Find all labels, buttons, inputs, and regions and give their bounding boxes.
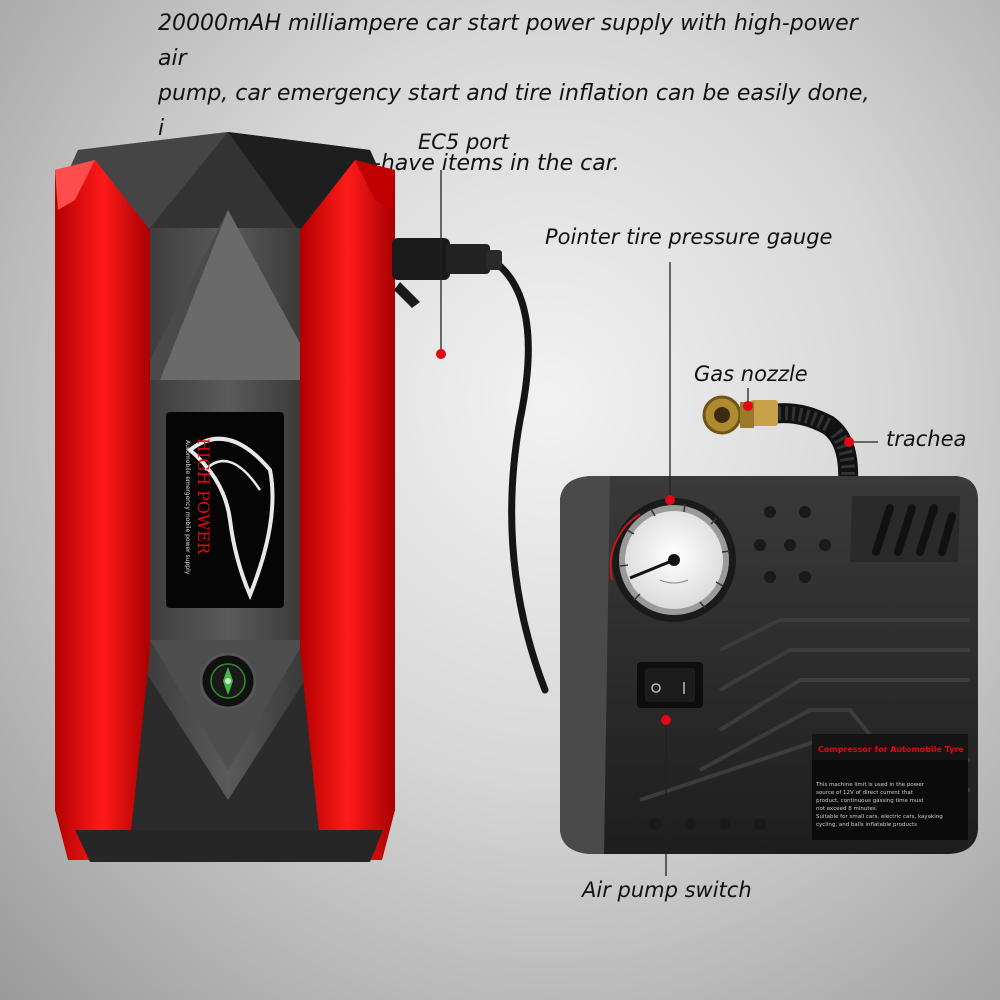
callout-markers bbox=[436, 349, 854, 725]
compressor-note-5: Suitable for small cars, electric cars, … bbox=[816, 814, 943, 820]
air-compressor: Compressor for Automobile Tyre This mach… bbox=[560, 395, 978, 854]
pressure-gauge bbox=[609, 498, 736, 622]
compressor-title: Compressor for Automobile Tyre bbox=[818, 745, 964, 754]
compressor-note-4: not exceed 8 minutes. bbox=[816, 806, 878, 812]
label-gas-nozzle: Gas nozzle bbox=[694, 362, 808, 386]
compressor-note-1: This machine limit is used in the power bbox=[815, 782, 925, 788]
label-pressure-gauge: Pointer tire pressure gauge bbox=[545, 225, 833, 249]
ec5-cable bbox=[392, 238, 549, 694]
label-ec5-port: EC5 port bbox=[418, 130, 510, 154]
compressor-info-label: Compressor for Automobile Tyre This mach… bbox=[812, 734, 968, 840]
jump-starter-device: HIGH POWER Automobile emergency mobile p… bbox=[55, 132, 395, 862]
label-trachea: trachea bbox=[886, 427, 967, 451]
label-air-pump-switch: Air pump switch bbox=[582, 878, 752, 902]
description-line-2: pump, car emergency start and tire infla… bbox=[158, 81, 870, 141]
compressor-note-2: source of 12V of direct current that bbox=[816, 790, 914, 796]
power-switch[interactable] bbox=[637, 662, 703, 708]
description-line-1: 20000mAH milliampere car start power sup… bbox=[158, 11, 858, 71]
logo-subtitle: Automobile emergency mobile power supply bbox=[184, 440, 191, 575]
nozzle-fitting bbox=[750, 400, 778, 426]
compressor-note-3: product, continuous gassing time must bbox=[816, 798, 924, 804]
logo-title: HIGH POWER bbox=[194, 438, 213, 555]
vent-grille bbox=[850, 496, 960, 562]
compressor-note-6: cycling, and balls inflatable products bbox=[816, 822, 917, 828]
